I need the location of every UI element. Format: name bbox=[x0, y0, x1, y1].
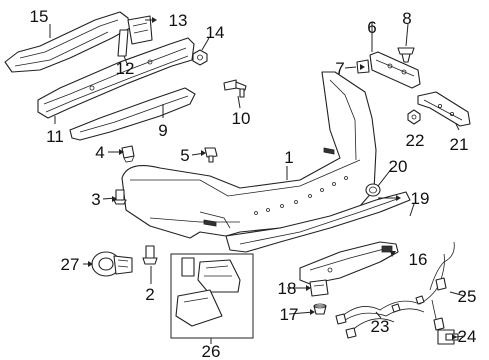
callout-27: 27 bbox=[61, 255, 80, 274]
part-10-bolt bbox=[223, 79, 247, 98]
callout-8: 8 bbox=[402, 9, 411, 28]
part-9-lower-reinforcement bbox=[69, 87, 196, 141]
callout-3: 3 bbox=[91, 190, 100, 209]
part-15-energy-absorber bbox=[4, 11, 131, 73]
callout-23: 23 bbox=[371, 317, 390, 336]
callout-2: 2 bbox=[145, 285, 154, 304]
part-20-reflector bbox=[365, 183, 381, 197]
callout-labels: 15 13 12 14 6 8 7 10 9 11 4 5 1 20 19 22… bbox=[30, 7, 477, 360]
callout-12: 12 bbox=[116, 59, 135, 78]
callout-20: 20 bbox=[389, 157, 408, 176]
callout-4: 4 bbox=[95, 143, 104, 162]
part-23-wiring-harness bbox=[335, 253, 445, 339]
callout-17: 17 bbox=[280, 305, 299, 324]
part-26-module-box bbox=[170, 253, 254, 339]
part-21-bracket bbox=[417, 91, 471, 127]
callout-14: 14 bbox=[206, 23, 225, 42]
callout-19: 19 bbox=[411, 189, 430, 208]
part-17-clip bbox=[313, 303, 327, 315]
part-11-reinforcement-bar bbox=[37, 37, 195, 119]
callout-26: 26 bbox=[202, 342, 221, 360]
callout-21: 21 bbox=[450, 135, 469, 154]
part-18-sensor-holder bbox=[309, 279, 329, 297]
part-22-nut bbox=[407, 109, 421, 125]
callout-9: 9 bbox=[158, 121, 167, 140]
callout-22: 22 bbox=[406, 131, 425, 150]
part-5-bolt bbox=[204, 147, 218, 163]
part-14-nut bbox=[192, 49, 208, 66]
part-4-clip bbox=[121, 145, 135, 163]
callout-15: 15 bbox=[30, 7, 49, 26]
part-27-parking-sensor bbox=[91, 251, 133, 277]
part-12-bracket bbox=[117, 29, 129, 57]
part-13-bracket bbox=[127, 15, 153, 45]
part-1-bumper-cover bbox=[121, 71, 377, 239]
part-16-skid-plate bbox=[299, 241, 399, 285]
callout-25: 25 bbox=[458, 287, 477, 306]
callout-18: 18 bbox=[278, 279, 297, 298]
part-24-connector bbox=[437, 329, 459, 345]
callout-16: 16 bbox=[409, 250, 428, 269]
callout-7: 7 bbox=[335, 59, 344, 78]
part-3-clip bbox=[113, 189, 127, 205]
callout-5: 5 bbox=[180, 146, 189, 165]
part-19-lower-valance bbox=[225, 191, 411, 253]
callout-6: 6 bbox=[367, 18, 376, 37]
part-2-bolt bbox=[142, 245, 158, 265]
arrowheads bbox=[88, 17, 457, 340]
part-6-bracket bbox=[369, 51, 421, 89]
callout-1: 1 bbox=[284, 148, 293, 167]
callout-24: 24 bbox=[458, 327, 477, 346]
callout-11: 11 bbox=[46, 127, 64, 146]
part-25-harness bbox=[429, 241, 455, 335]
callout-10: 10 bbox=[232, 109, 251, 128]
part-8-push-pin bbox=[397, 47, 415, 63]
callout-13: 13 bbox=[169, 11, 188, 30]
